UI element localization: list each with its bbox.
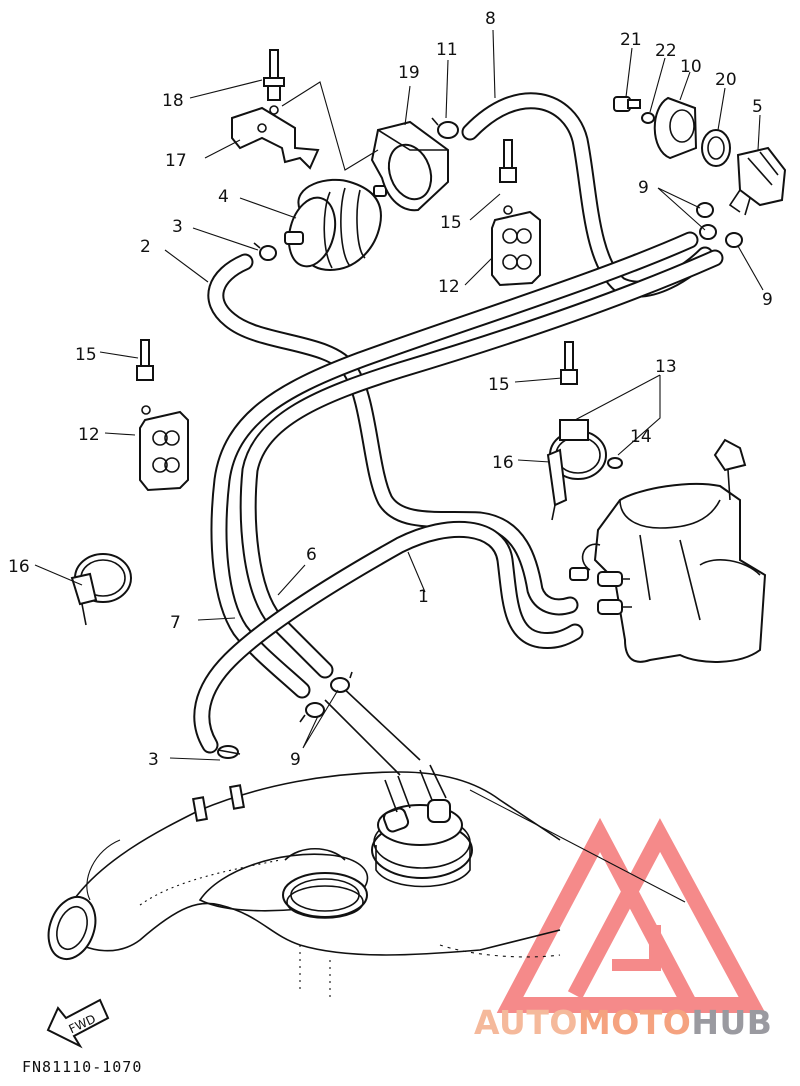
callout-12-right: 12: [438, 277, 460, 297]
watermark-brand-text: AUTOMOTOHUB: [474, 1003, 772, 1042]
watermark-moto: MOTO: [577, 1003, 692, 1042]
hose-to-tank-line: [339, 684, 421, 761]
callout-20: 20: [715, 70, 737, 90]
callout-3-lower: 3: [148, 750, 159, 770]
callout-12-left: 12: [78, 425, 100, 445]
callout-18: 18: [162, 91, 184, 111]
cover-10: [653, 96, 698, 160]
washer-22: [641, 112, 655, 124]
hose-holder-12-right: [491, 210, 541, 287]
bolt-15-top: [499, 139, 517, 215]
bolt-18: [263, 49, 285, 115]
figure-reference-code: FN81110-1070: [22, 1058, 143, 1076]
leader-lines: [34, 29, 764, 903]
hose-1: [193, 520, 584, 754]
watermark-hub: HUB: [691, 1003, 773, 1042]
callout-21: 21: [620, 30, 642, 50]
nut-20: [701, 129, 731, 167]
callout-17: 17: [165, 151, 187, 171]
fwd-arrow-icon: FWD: [46, 998, 110, 1049]
cable-tie-16-left: [70, 553, 132, 626]
callout-6: 6: [306, 545, 317, 565]
fuel-tank: [47, 764, 561, 1000]
hose-holder-12-left: [139, 410, 189, 492]
callout-10: 10: [680, 57, 702, 77]
carburetor: [569, 438, 767, 663]
callout-13: 13: [655, 357, 677, 377]
clip-11: [431, 117, 459, 139]
callout-16-right: 16: [492, 453, 514, 473]
callout-1: 1: [418, 587, 429, 607]
clip-3-upper: [253, 242, 277, 261]
hose-7: [210, 231, 699, 699]
filter-holder: [370, 120, 449, 212]
hose-2: [207, 253, 579, 616]
callout-9-lower: 9: [290, 750, 301, 770]
callout-8: 8: [485, 9, 496, 29]
callout-labels: 1 2 3 3 4 5 6 7 8 9 9 9 10 11 12 12 13 1…: [8, 9, 773, 770]
callout-15-right: 15: [488, 375, 510, 395]
clamp-13: [549, 419, 607, 480]
watermark-auto: AUTO: [474, 1003, 578, 1042]
sensor-5: [728, 146, 787, 216]
callout-11: 11: [436, 40, 458, 60]
bolt-15-right: [560, 341, 578, 385]
callout-9-right: 9: [762, 290, 773, 310]
callout-9-upper: 9: [638, 178, 649, 198]
bolt-21: [613, 96, 641, 112]
callout-2: 2: [140, 237, 151, 257]
hose-to-tank-line-2: [324, 699, 401, 776]
callout-7: 7: [170, 613, 181, 633]
callout-15-left: 15: [75, 345, 97, 365]
fuel-filter: [284, 178, 387, 272]
callout-3-upper: 3: [172, 217, 183, 237]
callout-22: 22: [655, 41, 677, 61]
callout-4: 4: [218, 187, 229, 207]
bolt-15-left: [136, 339, 154, 415]
cable-tie-16-right: [546, 448, 568, 521]
clip-3-lower: [217, 745, 241, 759]
callout-19: 19: [398, 63, 420, 83]
callout-5: 5: [752, 97, 763, 117]
washer-14: [607, 457, 623, 469]
callout-16-left: 16: [8, 557, 30, 577]
clips-9-lower: [299, 671, 353, 723]
watermark-logo-icon: [496, 817, 766, 1013]
bracket: [231, 106, 320, 170]
callout-14: 14: [630, 427, 652, 447]
callout-15-top: 15: [440, 213, 462, 233]
